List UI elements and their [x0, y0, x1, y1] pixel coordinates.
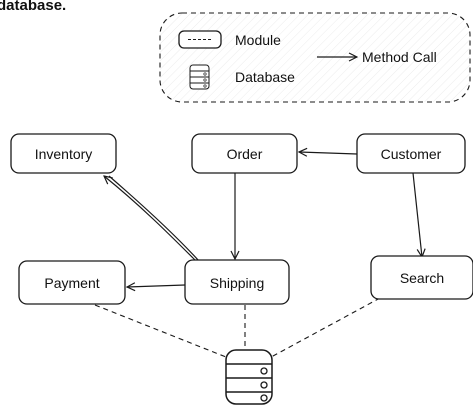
module-order-label: Order — [227, 146, 263, 162]
legend-database-label: Database — [235, 69, 295, 85]
legend-method-call-label: Method Call — [362, 49, 437, 65]
module-shipping-label: Shipping — [210, 275, 265, 291]
legend: Module Database Method Call — [159, 12, 471, 103]
db-link-search — [261, 297, 381, 363]
edge-shipping-payment — [127, 285, 186, 287]
edge-customer-search — [412, 172, 422, 257]
module-customer-label: Customer — [381, 146, 442, 162]
module-payment-label: Payment — [44, 275, 99, 291]
edge-shipping-inventory-sketch — [108, 175, 200, 262]
module-shipping: Shipping — [184, 259, 290, 305]
legend-frame — [159, 12, 471, 103]
module-inventory-label: Inventory — [35, 146, 93, 162]
module-payment: Payment — [18, 260, 126, 305]
db-link-payment — [94, 304, 232, 360]
header-fragment: database. — [0, 0, 66, 14]
database-icon — [225, 349, 273, 405]
legend-module-label: Module — [235, 32, 281, 48]
module-order: Order — [191, 133, 298, 174]
edge-customer-order — [299, 152, 358, 154]
legend-database-icon — [189, 64, 210, 90]
module-search: Search — [370, 255, 473, 300]
module-search-label: Search — [400, 270, 444, 286]
edge-shipping-inventory — [104, 176, 196, 261]
module-inventory: Inventory — [10, 133, 117, 174]
module-customer: Customer — [356, 133, 466, 174]
